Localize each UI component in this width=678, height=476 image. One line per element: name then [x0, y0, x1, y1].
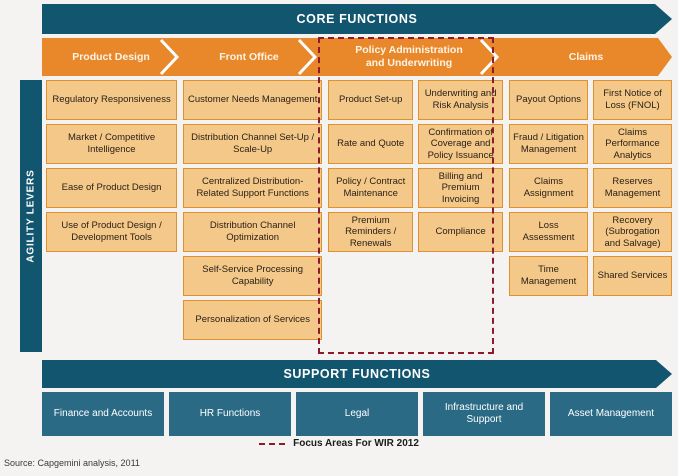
support-functions-banner: SUPPORT FUNCTIONS [42, 360, 672, 388]
phase-label: Claims [568, 50, 604, 63]
lever-box[interactable]: Personalization of Services [183, 300, 323, 340]
phase-band: Product Design Front Office Policy Admin… [42, 38, 672, 76]
core-functions-title: CORE FUNCTIONS [296, 12, 418, 26]
support-function-box[interactable]: Finance and Accounts [42, 392, 164, 436]
lever-box[interactable]: Claims Performance Analytics [593, 124, 672, 164]
lever-box[interactable]: Ease of Product Design [46, 168, 178, 208]
source-note: Source: Capgemini analysis, 2011 [4, 458, 140, 468]
lever-box[interactable]: Underwriting and Risk Analysis [418, 80, 504, 120]
lever-box[interactable]: Product Set-up [328, 80, 414, 120]
lever-box[interactable]: Recovery (Subrogation and Salvage) [593, 212, 672, 252]
phase-label: Front Office [219, 50, 279, 63]
lever-box[interactable]: Regulatory Responsiveness [46, 80, 178, 120]
lever-box[interactable]: Self-Service Processing Capability [183, 256, 323, 296]
lever-box[interactable]: Centralized Distribution-Related Support… [183, 168, 323, 208]
core-functions-banner: CORE FUNCTIONS [42, 4, 672, 34]
lever-box[interactable]: Policy / Contract Maintenance [328, 168, 414, 208]
support-functions-title: SUPPORT FUNCTIONS [283, 367, 431, 381]
lever-box[interactable]: Market / Competitive Intelligence [46, 124, 178, 164]
lever-box[interactable]: Fraud / Litigation Management [509, 124, 589, 164]
legend-dashed-line-icon [259, 442, 286, 445]
lever-box[interactable]: Rate and Quote [328, 124, 414, 164]
lever-box[interactable]: Customer Needs Management [183, 80, 323, 120]
support-function-box[interactable]: Infrastructure and Support [423, 392, 545, 436]
chevron-right-icon [297, 38, 319, 76]
agility-levers-label: AGILITY LEVERS [25, 169, 37, 263]
support-function-box[interactable]: Legal [296, 392, 418, 436]
lever-box[interactable]: Shared Services [593, 256, 672, 296]
legend: Focus Areas For WIR 2012 [0, 438, 678, 449]
phase-label: Product Design [72, 50, 150, 63]
lever-box[interactable]: Payout Options [509, 80, 589, 120]
legend-label: Focus Areas For WIR 2012 [293, 438, 419, 449]
lever-box[interactable]: Premium Reminders / Renewals [328, 212, 414, 252]
lever-box[interactable]: Compliance [418, 212, 504, 252]
chevron-right-icon [479, 38, 501, 76]
lever-box[interactable]: Claims Assignment [509, 168, 589, 208]
phase-front-office[interactable]: Front Office [180, 38, 318, 76]
lever-box[interactable]: Use of Product Design / Development Tool… [46, 212, 178, 252]
support-function-box[interactable]: HR Functions [169, 392, 291, 436]
lever-box[interactable]: Billing and Premium Invoicing [418, 168, 504, 208]
agility-levers-bar: AGILITY LEVERS [20, 80, 42, 352]
lever-box[interactable]: Loss Assessment [509, 212, 589, 252]
lever-box[interactable]: Time Management [509, 256, 589, 296]
lever-box[interactable]: Distribution Channel Optimization [183, 212, 323, 252]
support-function-box[interactable]: Asset Management [550, 392, 672, 436]
phase-claims[interactable]: Claims [500, 38, 672, 76]
lever-box[interactable]: First Notice of Loss (FNOL) [593, 80, 672, 120]
lever-subcolumn: First Notice of Loss (FNOL)Claims Perfor… [593, 80, 672, 352]
lever-box[interactable]: Distribution Channel Set-Up / Scale-Up [183, 124, 323, 164]
chevron-right-icon [159, 38, 181, 76]
lever-box[interactable]: Confirmation of Coverage and Policy Issu… [418, 124, 504, 164]
lever-box[interactable]: Reserves Management [593, 168, 672, 208]
phase-product-design[interactable]: Product Design [42, 38, 180, 76]
